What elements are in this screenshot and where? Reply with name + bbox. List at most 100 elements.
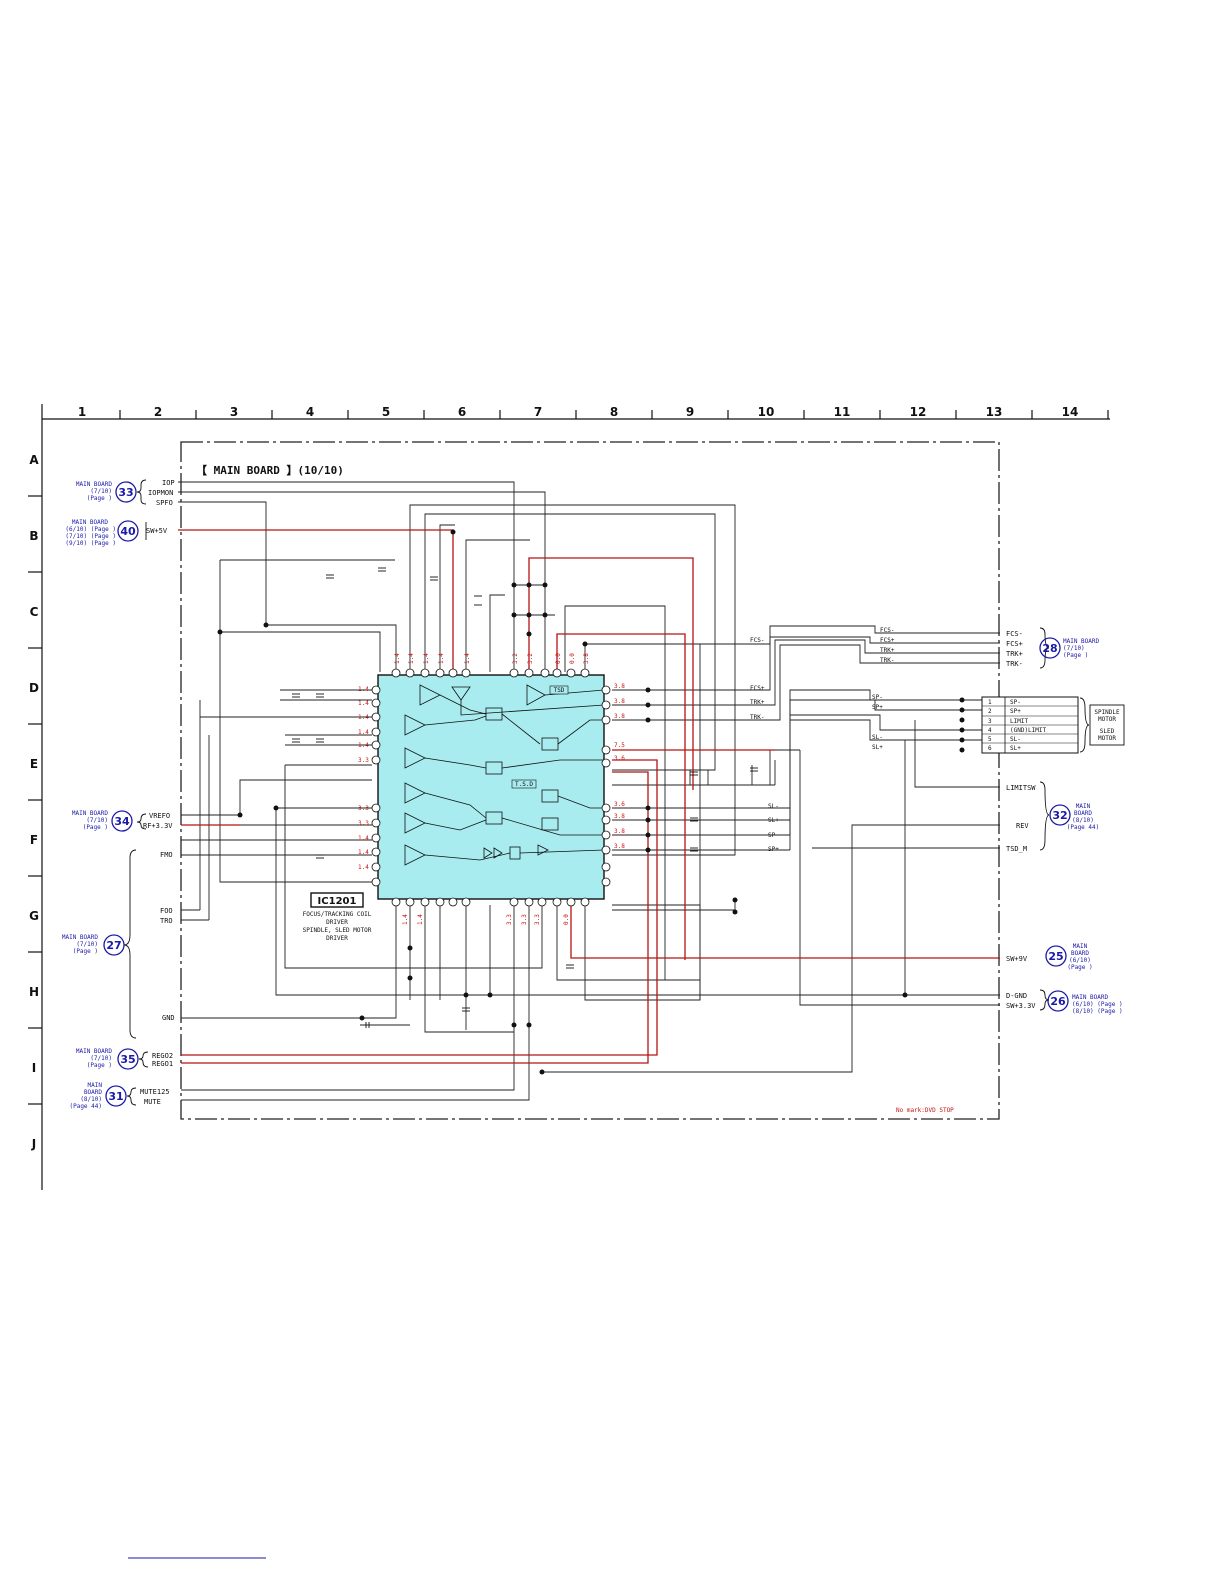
voltage: 3.8: [614, 713, 625, 720]
ic-desc-line: FOCUS/TRACKING COIL: [303, 911, 372, 918]
board-title: 【 MAIN BOARD 】(10/10): [196, 464, 344, 477]
net-label: SP-: [768, 832, 779, 839]
svg-text:BOARD: BOARD: [84, 1089, 102, 1096]
signal-label: FMO: [160, 851, 173, 859]
junctions: [217, 529, 965, 1075]
left-inputs: IOP IOPMON SPFO SW+5V VREFO RF+3.3V FMO …: [140, 479, 175, 1106]
svg-text:(7/10): (7/10): [76, 941, 98, 948]
connector-34: MAIN BOARD (7/10) (Page ) 34: [72, 810, 133, 832]
svg-text:(Page ): (Page ): [1067, 964, 1092, 971]
col-label: 14: [1062, 405, 1079, 419]
voltage: 3.3: [506, 914, 513, 925]
signal-label: SW+5V: [146, 527, 168, 535]
svg-text:MAIN BOARD: MAIN BOARD: [72, 519, 109, 526]
signal-label: MUTE: [144, 1098, 161, 1106]
row-label: J: [31, 1137, 36, 1151]
connector-31: MAIN BOARD (8/10) (Page 44) 31: [69, 1082, 127, 1110]
col-label: 11: [834, 405, 851, 419]
ic-desc-line: DRIVER: [326, 919, 348, 926]
voltage: 3.3: [358, 757, 369, 764]
col-label: 7: [534, 405, 542, 419]
motor-label: MOTOR: [1098, 716, 1116, 723]
components: [292, 567, 758, 1028]
col-label: 3: [230, 405, 238, 419]
row-label: F: [30, 833, 38, 847]
svg-text:(Page ): (Page ): [73, 948, 98, 955]
net-label: SL-: [768, 803, 779, 810]
svg-text:MAIN BOARD: MAIN BOARD: [1072, 994, 1109, 1001]
svg-text:MAIN BOARD: MAIN BOARD: [76, 481, 113, 488]
pin-signal: SP+: [1010, 708, 1021, 715]
col-label: 5: [382, 405, 390, 419]
svg-text:(8/10): (8/10): [1072, 817, 1094, 824]
ic-desc-line: DRIVER: [326, 935, 348, 942]
voltage: 3.3: [358, 820, 369, 827]
power-wiring: [178, 529, 1000, 1064]
ic-tsd-label: TSD: [554, 687, 565, 694]
net-label: FCS+: [880, 637, 895, 644]
pin-number: 3: [988, 718, 992, 725]
signal-label: SPFO: [156, 499, 173, 507]
signal-label: SW+3.3V: [1006, 1002, 1036, 1010]
voltage: 1.4: [408, 653, 415, 664]
voltage: 3.3: [534, 914, 541, 925]
signal-label: D-GND: [1006, 992, 1027, 1000]
pin-number: 6: [988, 745, 992, 752]
svg-text:MAIN BOARD: MAIN BOARD: [62, 934, 99, 941]
net-label: SP+: [768, 846, 779, 853]
svg-text:(Page 44): (Page 44): [69, 1103, 102, 1110]
pin-number: 4: [988, 727, 992, 734]
net-label: FCS+: [750, 685, 765, 692]
voltage: 1.4: [358, 864, 369, 871]
signal-label: FOO: [160, 907, 173, 915]
voltages-top: 1.4 1.4 1.4 1.4 1.4 3.2 3.2 0.0 0.0 3.8: [394, 653, 590, 664]
row-label: I: [32, 1061, 36, 1075]
motor-connector: 1 2 3 4 5 6 SP- SP+ LIMIT (GND)LIMIT SL-…: [981, 696, 1125, 754]
motor-label: SLED: [1100, 728, 1115, 735]
row-label: G: [29, 909, 39, 923]
net-label: FCS-: [880, 627, 894, 634]
svg-text:MAIN BOARD: MAIN BOARD: [72, 810, 109, 817]
connector-number: 33: [118, 486, 133, 499]
connector-number: 40: [120, 525, 136, 538]
pin-signal: SL-: [1010, 736, 1021, 743]
voltage: 1.4: [358, 849, 369, 856]
signal-label: FCS-: [1006, 630, 1023, 638]
right-outputs-bottom: SW+9V D-GND SW+3.3V: [1006, 955, 1036, 1010]
voltage: 1.4: [358, 835, 369, 842]
net-label: TRK+: [750, 699, 765, 706]
signal-label: MUTE125: [140, 1088, 170, 1096]
svg-text:(7/10): (7/10): [90, 1055, 112, 1062]
svg-text:(Page ): (Page ): [87, 1062, 112, 1069]
signal-label: REGO2: [152, 1052, 173, 1060]
pin-signal: SP-: [1010, 699, 1021, 706]
voltage: 3.8: [614, 843, 625, 850]
col-label: 2: [154, 405, 162, 419]
ic-pins: [371, 668, 611, 907]
signal-label: VREFO: [149, 812, 170, 820]
connector-number: 25: [1048, 950, 1063, 963]
svg-text:(6/10) (Page ): (6/10) (Page ): [65, 526, 116, 533]
voltage: 3.8: [583, 653, 590, 664]
ic-internal: [404, 684, 605, 866]
connector-40: MAIN BOARD (6/10) (Page ) (7/10) (Page )…: [65, 519, 139, 547]
connector-35: MAIN BOARD (7/10) (Page ) 35: [76, 1048, 139, 1070]
signal-label: SW+9V: [1006, 955, 1028, 963]
svg-text:(7/10) (Page ): (7/10) (Page ): [65, 533, 116, 540]
voltage: 3.2: [512, 653, 519, 664]
voltage: 0.0: [563, 914, 570, 925]
right-outputs-top: FCS- FCS+ TRK+ TRK- FCS- FCS+ TRK+ TRK- …: [750, 627, 1023, 853]
connector-number: 32: [1052, 809, 1067, 822]
motor-label: SPINDLE: [1094, 709, 1120, 716]
voltage: 3.8: [614, 813, 625, 820]
signal-label: LIMITSW: [1006, 784, 1036, 792]
voltage: 1.4: [394, 653, 401, 664]
svg-text:(7/10): (7/10): [90, 488, 112, 495]
signal-label: TSD_M: [1006, 845, 1027, 853]
signal-label: IOPMON: [148, 489, 173, 497]
voltages-left: 1.4 1.4 1.4 1.4 1.4 3.3 3.3 3.3 1.4 1.4 …: [358, 686, 369, 871]
connector-number: 34: [114, 815, 130, 828]
voltage: 3.8: [614, 828, 625, 835]
voltage: 7.5: [614, 742, 625, 749]
